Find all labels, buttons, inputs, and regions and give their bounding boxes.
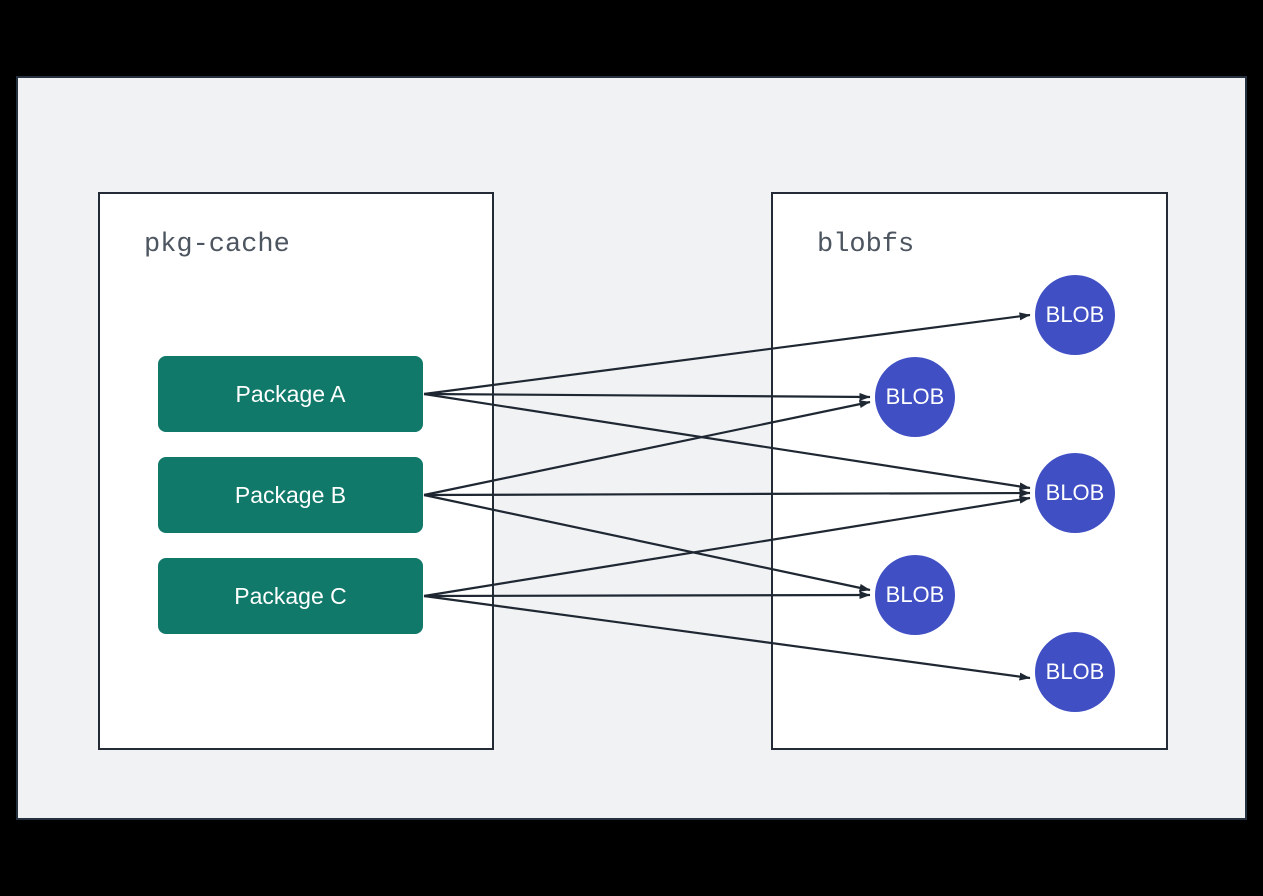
package-node-c[interactable]: Package C — [158, 558, 423, 634]
package-node-a-label: Package A — [235, 380, 346, 407]
package-node-a[interactable]: Package A — [158, 356, 423, 432]
blob-node-1-label: BLOB — [1045, 302, 1105, 327]
blob-node-3[interactable]: BLOB — [1035, 453, 1115, 533]
blob-node-2-label: BLOB — [885, 384, 945, 409]
blob-node-2[interactable]: BLOB — [875, 357, 955, 437]
blob-node-4-label: BLOB — [885, 582, 945, 607]
blob-node-4[interactable]: BLOB — [875, 555, 955, 635]
blob-node-3-label: BLOB — [1045, 480, 1105, 505]
package-node-b[interactable]: Package B — [158, 457, 423, 533]
package-node-b-label: Package B — [234, 481, 347, 508]
blob-node-1[interactable]: BLOB — [1035, 275, 1115, 355]
group-label-pkg-cache: pkg-cache — [144, 230, 290, 260]
blob-node-5-label: BLOB — [1045, 659, 1105, 684]
group-label-blobfs: blobfs — [817, 230, 915, 260]
package-node-c-label: Package C — [234, 582, 347, 609]
blob-node-5[interactable]: BLOB — [1035, 632, 1115, 712]
